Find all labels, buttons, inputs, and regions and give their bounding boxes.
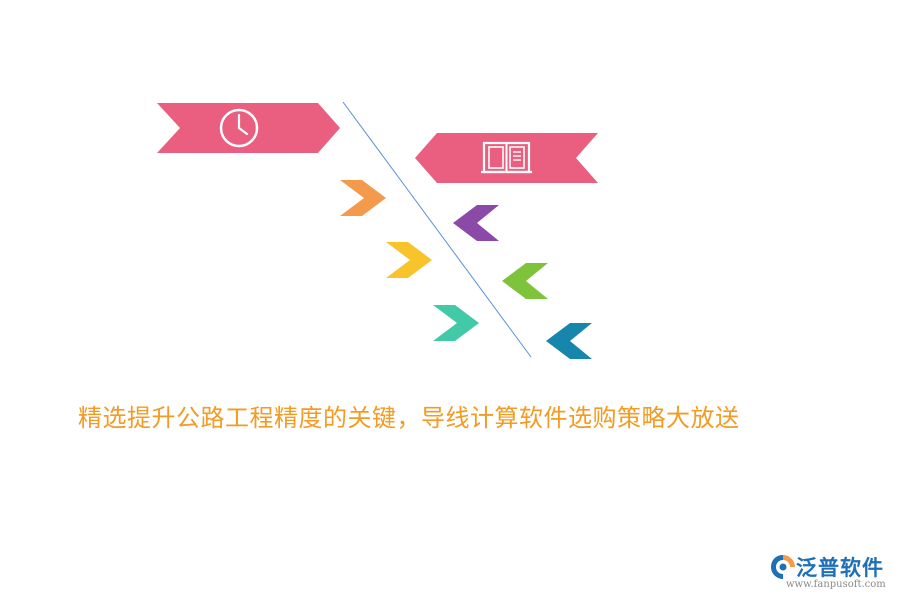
left-banner bbox=[157, 103, 340, 153]
logo-brand-text: 泛普软件 bbox=[796, 556, 884, 580]
logo-url-text: www.fanpusoft.com bbox=[786, 579, 886, 590]
diagonal-divider bbox=[342, 101, 532, 358]
chevron-orange bbox=[340, 180, 386, 216]
fanpusoft-logo: 泛普软件 www.fanpusoft.com bbox=[768, 550, 893, 595]
chevron-purple bbox=[453, 205, 499, 241]
chevron-yellow bbox=[386, 242, 432, 278]
chevron-green bbox=[502, 263, 548, 299]
chevron-teal bbox=[433, 305, 479, 341]
chevron-blue bbox=[546, 323, 592, 359]
logo-mark-icon bbox=[771, 555, 795, 579]
clock-icon bbox=[219, 108, 259, 148]
book-icon bbox=[481, 141, 532, 174]
headline: 精选提升公路工程精度的关键，导线计算软件选购策略大放送 bbox=[78, 404, 740, 432]
